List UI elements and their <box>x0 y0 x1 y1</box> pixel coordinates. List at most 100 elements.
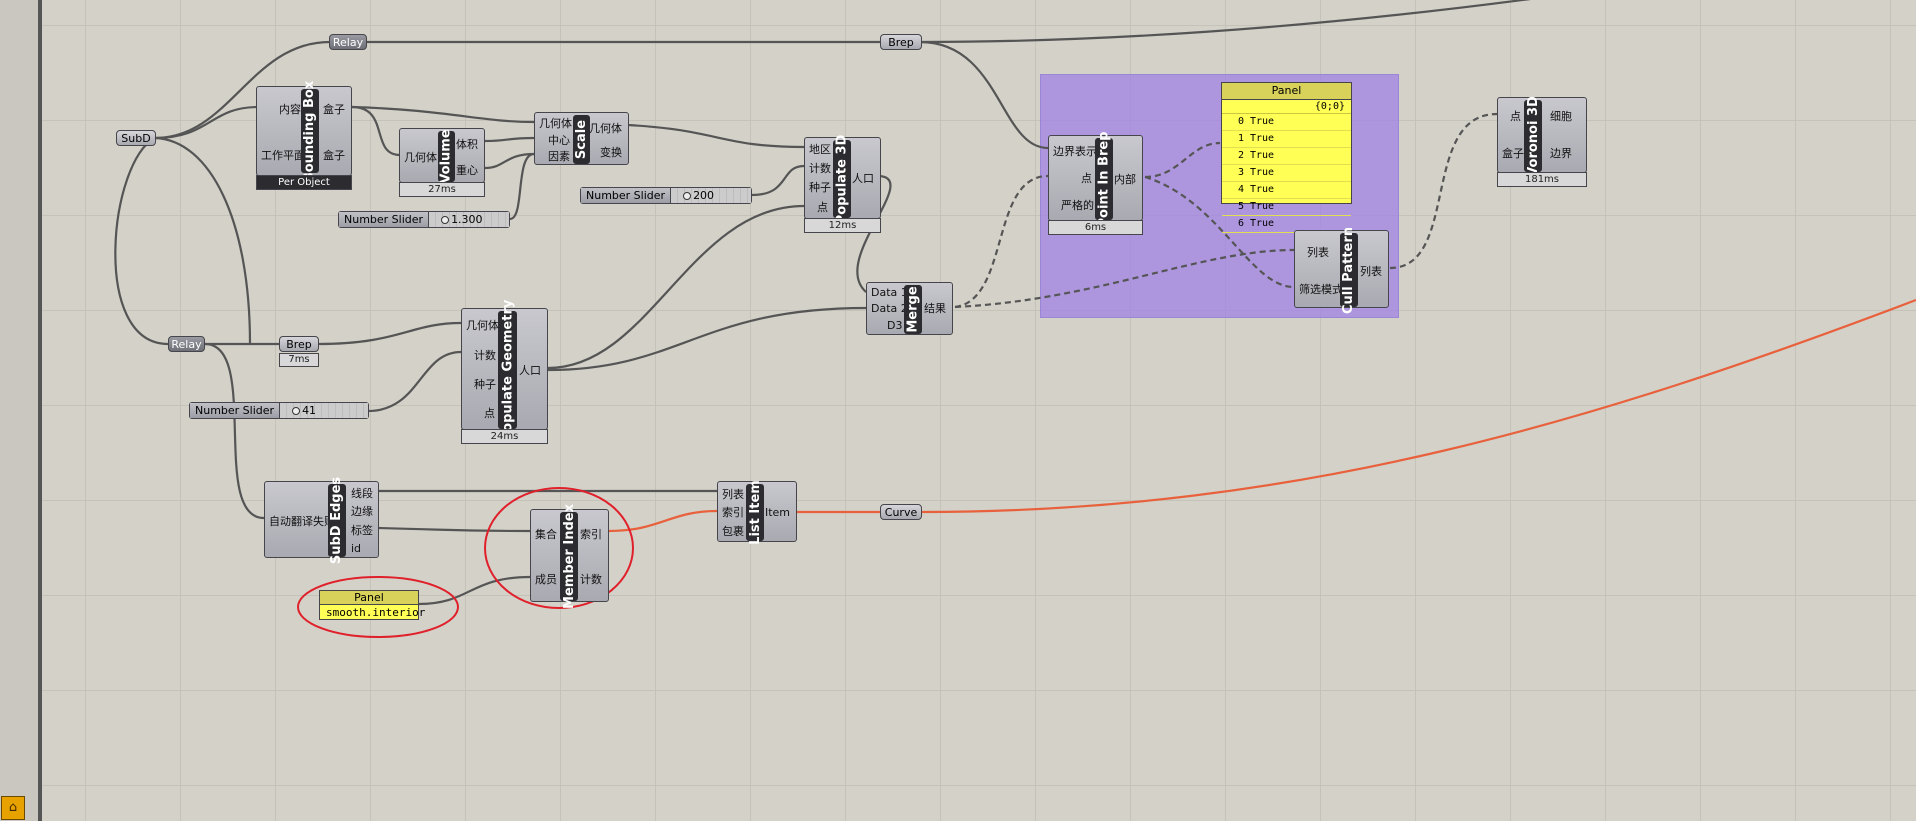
relay-left[interactable]: Relay <box>168 336 205 352</box>
voronoi-output-cells[interactable]: 细胞 <box>1550 110 1572 123</box>
listitem-nameplate: List Item <box>746 480 764 545</box>
slider-track[interactable]: 1.300 <box>429 212 509 227</box>
slider-track[interactable]: 200 <box>671 188 751 203</box>
listitem-output-item[interactable]: Item <box>764 506 790 519</box>
popgeo-name: Populate Geometry <box>500 299 515 441</box>
merge-input-data2[interactable]: Data 2 <box>871 302 908 315</box>
merge-output-result[interactable]: 结果 <box>924 302 946 315</box>
slider-knob[interactable] <box>441 216 450 224</box>
subdedges-output-border[interactable]: 边缘 <box>351 505 373 518</box>
pib-input-brep[interactable]: 边界表示 <box>1053 145 1097 158</box>
merge-component[interactable]: Data 1 Data 2 D3 Merge 结果 <box>866 282 953 335</box>
panel-row-value: True <box>1250 184 1275 195</box>
cull-pattern-component[interactable]: 列表 筛选模式 Cull Pattern 列表 <box>1294 226 1389 314</box>
relay-top[interactable]: Relay <box>329 34 367 50</box>
populate-3d-component[interactable]: 地区 计数 种子 点 Populate 3D 人口 12ms <box>804 134 881 233</box>
wire <box>154 105 259 140</box>
wire <box>484 152 535 170</box>
populate-geometry-component[interactable]: 几何体 计数 种子 点 Populate Geometry 人口 24ms <box>461 299 548 444</box>
bounding-box-component[interactable]: 内容 工作平面 Bounding Box 盒子 盒子 Per Object <box>256 80 352 190</box>
scale-input-geometry[interactable]: 几何体 <box>539 117 572 130</box>
pib-input-strict[interactable]: 严格的 <box>1061 199 1094 212</box>
pib-info: 6ms <box>1048 220 1143 235</box>
panel-row-value: True <box>1250 167 1275 178</box>
bbox-input-plane[interactable]: 工作平面 <box>261 149 305 162</box>
member-output-index[interactable]: 索引 <box>580 528 602 541</box>
pop3d-input-points[interactable]: 点 <box>817 201 828 214</box>
number-slider-seed[interactable]: Number Slider 41 <box>189 402 369 419</box>
merge-input-data1[interactable]: Data 1 <box>871 286 908 299</box>
scale-component[interactable]: 几何体 中心 因素 Scale 几何体 变换 <box>534 112 629 165</box>
curve-param[interactable]: Curve <box>880 504 922 520</box>
popgeo-input-seed[interactable]: 种子 <box>474 378 496 391</box>
voronoi-input-points[interactable]: 点 <box>1510 110 1521 123</box>
voronoi-output-hull[interactable]: 边界 <box>1550 147 1572 160</box>
subd-param[interactable]: SubD <box>116 130 156 146</box>
wire <box>547 306 867 372</box>
pop3d-input-region[interactable]: 地区 <box>809 143 831 156</box>
slider-knob[interactable] <box>683 192 692 200</box>
popgeo-input-geometry[interactable]: 几何体 <box>466 319 499 332</box>
pib-output-inside[interactable]: 内部 <box>1114 173 1136 186</box>
listitem-input-wrap[interactable]: 包裹 <box>722 525 744 538</box>
bbox-input-content[interactable]: 内容 <box>279 103 301 116</box>
text-panel[interactable]: Panel smooth.interior <box>319 590 426 620</box>
scale-output-geometry[interactable]: 几何体 <box>589 122 622 135</box>
bbox-output-box1[interactable]: 盒子 <box>323 103 345 116</box>
member-input-set[interactable]: 集合 <box>535 528 557 541</box>
member-input-member[interactable]: 成员 <box>535 573 557 586</box>
list-item-component[interactable]: 列表 索引 包裹 List Item Item <box>717 480 797 545</box>
volume-output-centroid[interactable]: 重心 <box>456 164 478 177</box>
pib-input-points[interactable]: 点 <box>1081 172 1092 185</box>
grasshopper-icon[interactable]: ⌂ <box>1 796 25 820</box>
scale-input-center[interactable]: 中心 <box>548 134 570 147</box>
popgeo-input-points[interactable]: 点 <box>484 407 495 420</box>
wire <box>378 526 531 533</box>
dashed-wire <box>1144 141 1221 179</box>
popgeo-output-population[interactable]: 人口 <box>519 364 541 377</box>
subdedges-input[interactable]: 自动翻译失败 <box>269 515 335 528</box>
scale-output-transform[interactable]: 变换 <box>600 146 622 159</box>
listitem-input-index[interactable]: 索引 <box>722 506 744 519</box>
wire <box>484 136 535 143</box>
volume-component[interactable]: 几何体 Volume 体积 重心 27ms <box>399 128 485 197</box>
bbox-output-box2[interactable]: 盒子 <box>323 149 345 162</box>
volume-input[interactable]: 几何体 <box>404 151 437 164</box>
slider-track[interactable]: 41 <box>280 403 368 418</box>
pop3d-input-seed[interactable]: 种子 <box>809 181 831 194</box>
merge-input-d3[interactable]: D3 <box>887 319 903 332</box>
member-output-count[interactable]: 计数 <box>580 573 602 586</box>
number-slider-scale[interactable]: Number Slider 1.300 <box>338 211 510 228</box>
subd-edges-component[interactable]: 自动翻译失败 SubD Edges 线段 边缘 标签 id <box>264 477 379 564</box>
panel-text[interactable]: smooth.interior <box>326 606 426 619</box>
cull-input-pattern[interactable]: 筛选模式 <box>1299 283 1343 296</box>
panel-path: {0;0} <box>1222 100 1351 114</box>
slider-knob[interactable] <box>292 407 301 415</box>
voronoi-input-box[interactable]: 盒子 <box>1502 147 1524 160</box>
member-name: Member Index <box>561 504 577 609</box>
subdedges-output-id[interactable]: id <box>351 542 362 555</box>
subdedges-name: SubD Edges <box>329 476 345 565</box>
panel-row-index: 0 <box>1237 116 1244 127</box>
pib-nameplate: Point In Brep <box>1095 131 1113 227</box>
subdedges-output-edges[interactable]: 线段 <box>351 487 373 500</box>
point-in-brep-component[interactable]: 边界表示 点 严格的 Point In Brep 内部 6ms <box>1048 131 1143 235</box>
slider-value: 41 <box>302 404 317 417</box>
brep-param-top[interactable]: Brep <box>880 34 922 50</box>
cull-input-list[interactable]: 列表 <box>1307 246 1329 259</box>
subdedges-output-tags[interactable]: 标签 <box>351 524 373 537</box>
cull-output-list[interactable]: 列表 <box>1360 265 1382 278</box>
scale-input-factor[interactable]: 因素 <box>548 150 570 163</box>
popgeo-input-count[interactable]: 计数 <box>474 349 496 362</box>
volume-output-volume[interactable]: 体积 <box>456 138 478 151</box>
listitem-input-list[interactable]: 列表 <box>722 488 744 501</box>
wire <box>919 40 1049 150</box>
member-index-component[interactable]: 集合 成员 Member Index 索引 计数 <box>530 504 609 609</box>
pop3d-output-population[interactable]: 人口 <box>852 172 874 185</box>
voronoi-3d-component[interactable]: 点 盒子 Voronoi 3D 细胞 边界 181ms <box>1497 96 1587 187</box>
number-slider-count[interactable]: Number Slider 200 <box>580 187 752 204</box>
pop3d-input-count[interactable]: 计数 <box>809 162 831 175</box>
